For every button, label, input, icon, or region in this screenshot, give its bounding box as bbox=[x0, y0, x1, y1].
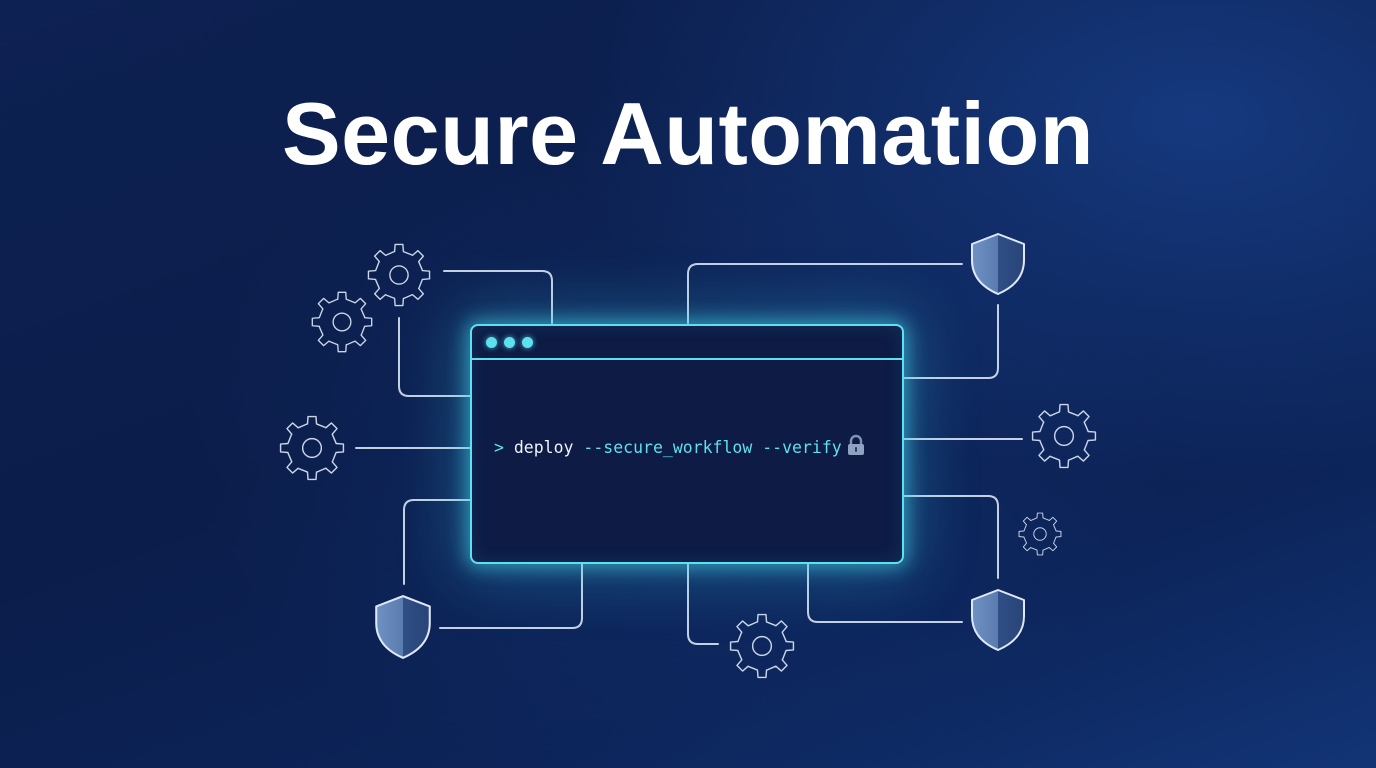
gear-icon bbox=[276, 412, 348, 484]
gear-icon bbox=[364, 240, 434, 310]
connector-line bbox=[439, 563, 583, 629]
gear-icon bbox=[1028, 400, 1100, 472]
lock-icon bbox=[846, 434, 866, 456]
prompt-symbol: > bbox=[494, 438, 504, 457]
window-dot bbox=[486, 337, 497, 348]
shield-icon bbox=[966, 586, 1030, 654]
connector-line bbox=[687, 563, 719, 645]
terminal-window: > deploy --secure_workflow --verify bbox=[470, 324, 904, 564]
connector-line bbox=[903, 495, 999, 579]
connector-line bbox=[403, 499, 471, 585]
gear-icon bbox=[308, 288, 376, 356]
command-line: > deploy --secure_workflow --verify bbox=[494, 434, 866, 459]
command-flag: --secure_workflow bbox=[583, 438, 753, 457]
gear-icon bbox=[726, 610, 798, 682]
gear-icon bbox=[1016, 510, 1064, 558]
window-dot bbox=[522, 337, 533, 348]
command-flag: --verify bbox=[762, 438, 842, 457]
window-dot bbox=[504, 337, 515, 348]
connector-line bbox=[687, 263, 963, 324]
shield-icon bbox=[370, 592, 436, 662]
shield-icon bbox=[966, 230, 1030, 298]
page-title: Secure Automation bbox=[281, 84, 1094, 183]
terminal-title-bar bbox=[472, 326, 902, 360]
command-text: deploy bbox=[513, 438, 574, 457]
connector-line bbox=[807, 563, 963, 623]
connector-line bbox=[398, 317, 471, 397]
connector-line bbox=[903, 304, 999, 379]
connector-line bbox=[443, 270, 553, 324]
